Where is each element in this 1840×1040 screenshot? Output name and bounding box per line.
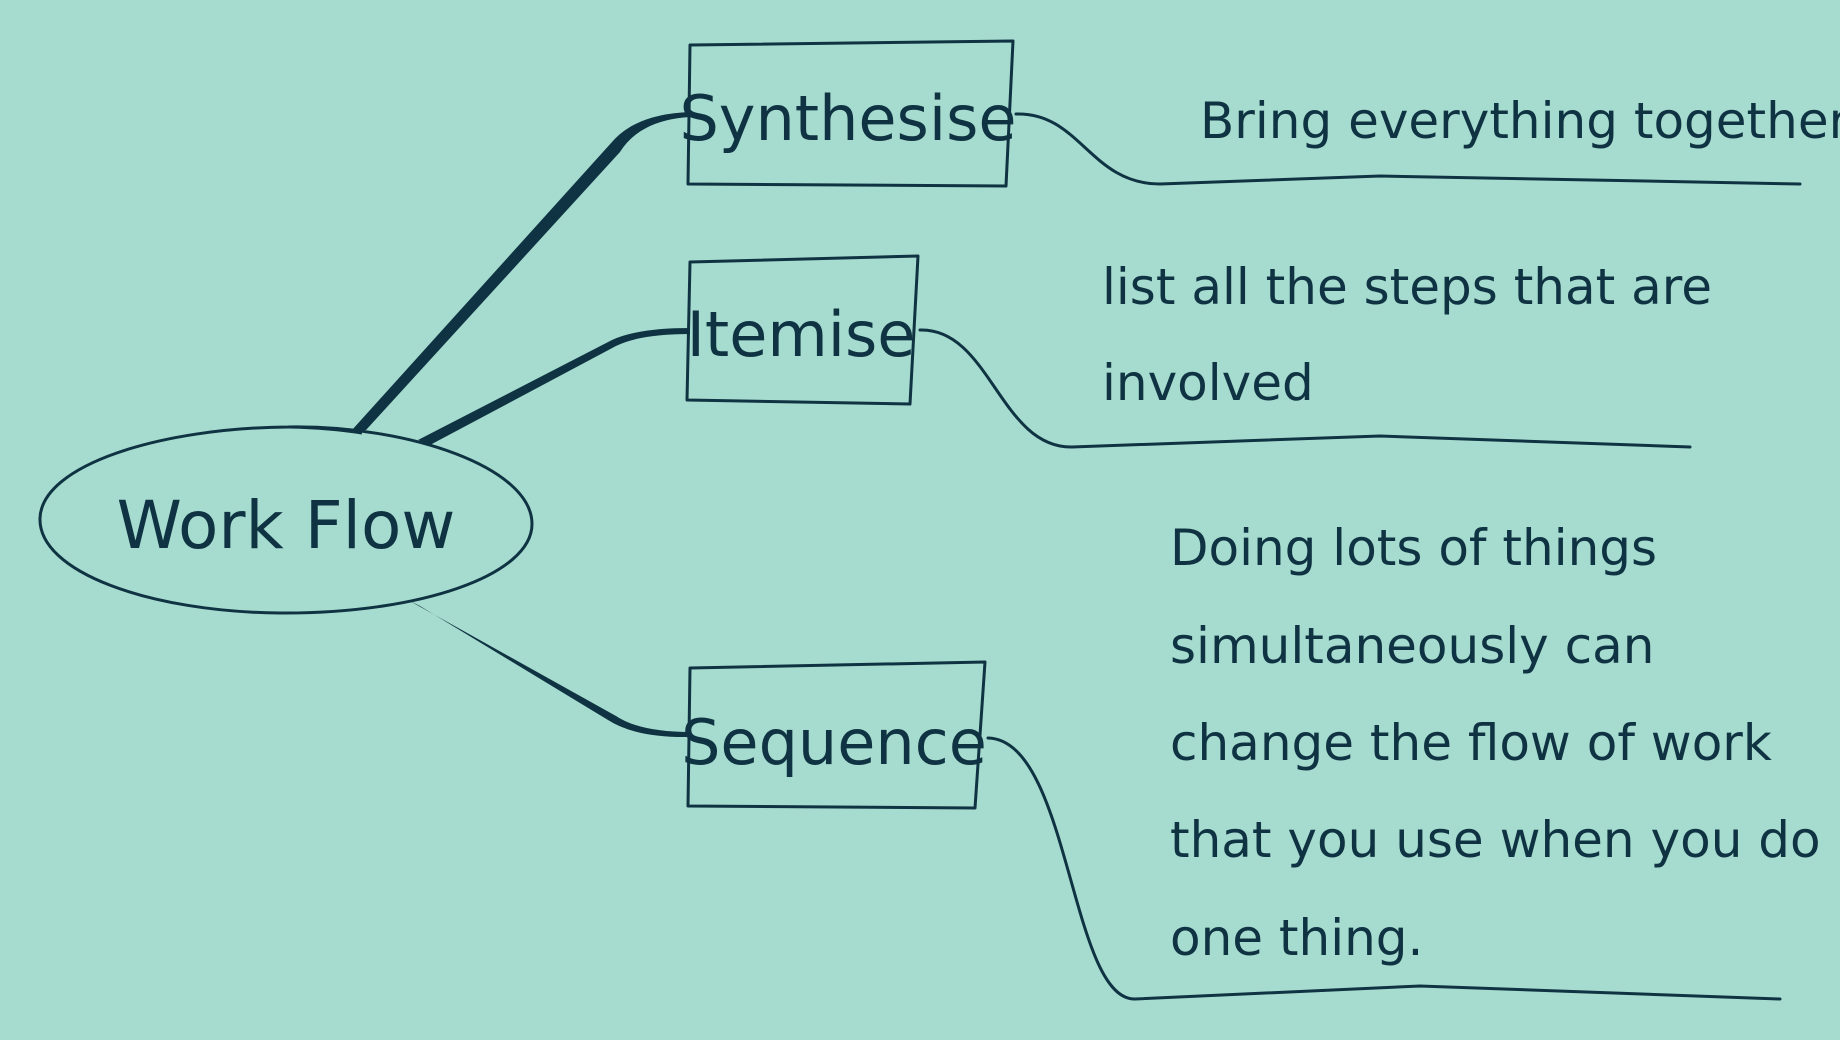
note-itemise-line: list all the steps that are	[1102, 258, 1712, 316]
branch-sequence-label: Sequence	[681, 706, 987, 779]
note-sequence: Doing lots of things simultaneously can …	[1170, 519, 1821, 967]
connector-synthesise	[352, 112, 690, 430]
note-itemise-line: involved	[1102, 354, 1314, 412]
note-sequence-line: that you use when you do	[1170, 811, 1821, 869]
note-connector-sequence	[986, 736, 1782, 1001]
central-connectors	[352, 112, 690, 738]
note-connector-itemise	[918, 328, 1692, 449]
note-connectors	[918, 112, 1802, 1001]
note-sequence-line: simultaneously can	[1170, 617, 1654, 675]
central-topic-outline-overlap	[289, 425, 363, 435]
branch-synthesise: Synthesise	[679, 39, 1017, 188]
note-itemise: list all the steps that are involved	[1102, 258, 1712, 412]
connector-itemise	[418, 328, 690, 445]
branch-itemise: Itemise	[685, 254, 920, 406]
branch-itemise-box	[685, 254, 920, 406]
branch-synthesise-box	[686, 39, 1015, 188]
central-topic-outline	[38, 425, 534, 615]
note-sequence-line: Doing lots of things	[1170, 519, 1657, 577]
note-sequence-line: one thing.	[1170, 909, 1423, 967]
note-synthesise-line: Bring everything together	[1200, 92, 1840, 150]
note-synthesise: Bring everything together	[1200, 92, 1840, 150]
central-topic-label: Work Flow	[117, 487, 456, 564]
note-connector-synthesise	[1014, 112, 1802, 186]
central-topic: Work Flow	[38, 425, 534, 615]
note-sequence-line: change the flow of work	[1170, 714, 1772, 772]
branch-sequence: Sequence	[681, 660, 987, 810]
branch-sequence-box	[686, 660, 987, 810]
branch-synthesise-label: Synthesise	[679, 82, 1016, 155]
branch-itemise-label: Itemise	[687, 298, 916, 371]
